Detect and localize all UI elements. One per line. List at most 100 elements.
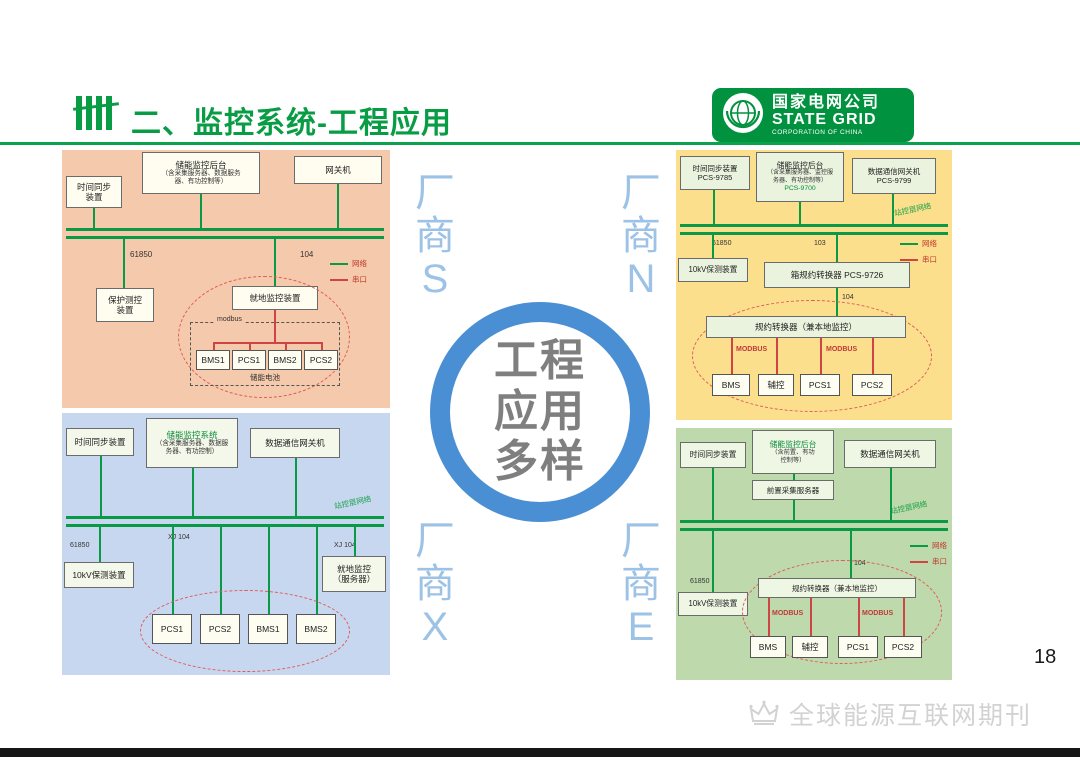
- vendor-s-diagram: 储能监控后台 （含采集服务器、数据服务 器、有功控制等） 网关机 时间同步 装置…: [62, 150, 390, 408]
- legend-network-label: 网络: [932, 541, 947, 550]
- network-line: [712, 468, 714, 520]
- network-line: [890, 468, 892, 520]
- protocol-label: 61850: [712, 240, 732, 247]
- battery-container-box: [190, 322, 340, 386]
- backend-sub: （含采集服务器、数据服 务器、有功控制）: [155, 439, 229, 456]
- network-line: [712, 531, 714, 592]
- page-number: 18: [1034, 646, 1057, 668]
- gateway-box: 数据通信网关机: [844, 440, 936, 468]
- backend-sub: （含采集服务器、监控服 务器、有功控制等）: [766, 170, 833, 184]
- network-line: [220, 527, 222, 614]
- legend-network-label: 网络: [922, 239, 937, 248]
- network-line: [93, 208, 95, 228]
- network-line: [712, 235, 714, 258]
- network-line: [123, 239, 125, 288]
- local-monitor-box: 就地监控 （服务器）: [322, 556, 386, 592]
- backend-title: 储能监控后台: [776, 160, 824, 170]
- inner-converter-box: 规约转换器（兼本地监控）: [758, 578, 916, 598]
- crown-icon: [748, 700, 780, 728]
- station-net-label: 站控层网络: [333, 494, 373, 511]
- network-line: [836, 235, 838, 262]
- unit-box: PCS2: [884, 636, 922, 658]
- tally-bars-icon: [72, 96, 120, 130]
- gateway-box: 网关机: [294, 156, 382, 184]
- backend-box: 储能监控后台 （含采集服务器、数据服务 器、有功控制等）: [142, 152, 260, 194]
- logo-en: STATE GRID: [772, 111, 877, 129]
- protection-box: 10kV保测装置: [678, 258, 748, 282]
- backend-title: 储能监控系统: [166, 429, 218, 440]
- serial-line: [274, 310, 276, 342]
- network-line: [172, 527, 174, 614]
- protection-box: 10kV保测装置: [64, 562, 134, 588]
- protocol-label: XJ 104: [168, 534, 190, 541]
- unit-box: PCS1: [152, 614, 192, 644]
- vendor-e-label: 厂 商 E: [621, 519, 661, 650]
- serial-line: [903, 598, 905, 636]
- serial-line: [768, 598, 770, 636]
- serial-line: [776, 338, 778, 374]
- field-group-ellipse: [140, 590, 350, 672]
- vendor-n-label: 厂 商 N: [621, 171, 661, 302]
- backend-box: 储能监控后台 （含采集服务器、监控服 务器、有功控制等） PCS-9700: [756, 152, 844, 202]
- serial-line: [810, 598, 812, 636]
- legend: 网络 串口: [910, 540, 947, 572]
- state-grid-logo: 国家电网公司 STATE GRID CORPORATION OF CHINA: [712, 88, 914, 142]
- protocol-label: XJ 104: [334, 542, 356, 549]
- link-label: 104: [842, 294, 854, 301]
- serial-line: [213, 342, 215, 350]
- network-line: [200, 194, 202, 228]
- backend-title: 储能监控后台: [769, 439, 817, 449]
- network-line: [793, 474, 795, 480]
- network-line: [316, 527, 318, 614]
- legend-serial-label: 串口: [932, 557, 947, 566]
- backend-box: 储能监控系统 （含采集服务器、数据服 务器、有功控制）: [146, 418, 238, 468]
- station-bus: [680, 520, 948, 531]
- vendor-x-diagram: 时间同步装置 储能监控系统 （含采集服务器、数据服 务器、有功控制） 数据通信网…: [62, 413, 390, 675]
- network-line: [100, 456, 102, 516]
- unit-box: PCS1: [232, 350, 266, 370]
- unit-box: BMS2: [268, 350, 302, 370]
- center-circle: 工程 应用 多样: [430, 302, 650, 522]
- legend-network-label: 网络: [352, 259, 367, 268]
- backend-sub: （含前置、有功 控制等）: [771, 448, 815, 464]
- front-server-box: 前置采集服务器: [752, 480, 834, 500]
- time-sync-box: 时间同步装置 PCS-9785: [680, 156, 750, 190]
- field-group-ellipse: [742, 560, 942, 664]
- backend-box: 储能监控后台 （含前置、有功 控制等）: [752, 430, 834, 474]
- network-line: [713, 190, 715, 224]
- network-line: [274, 239, 276, 286]
- backend-title: 储能监控后台: [175, 159, 227, 170]
- network-line: [793, 500, 795, 520]
- protection-box: 保护测控 装置: [96, 288, 154, 322]
- page-title: 二、监控系统-工程应用: [131, 107, 452, 140]
- inner-converter-box: 规约转换器（兼本地监控）: [706, 316, 906, 338]
- protocol-label: 61850: [690, 578, 710, 585]
- watermark-text: 全球能源互联网期刊: [789, 702, 1033, 730]
- protection-box: 10kV保测装置: [678, 592, 748, 616]
- field-group-ellipse: [178, 276, 350, 398]
- network-line: [268, 527, 270, 614]
- state-grid-logo-text: 国家电网公司 STATE GRID CORPORATION OF CHINA: [772, 94, 880, 136]
- unit-box: 辅控: [758, 374, 794, 396]
- network-line: [892, 194, 894, 224]
- unit-box: 辅控: [792, 636, 828, 658]
- station-net-label: 站控层网络: [893, 201, 933, 218]
- unit-box: BMS1: [248, 614, 288, 644]
- legend: 网络 串口: [900, 238, 937, 270]
- modbus-label: MODBUS: [826, 346, 858, 353]
- protocol-label: 103: [814, 240, 826, 247]
- vendor-n-diagram: 时间同步装置 PCS-9785 储能监控后台 （含采集服务器、监控服 务器、有功…: [676, 150, 952, 420]
- vendor-s-label: 厂 商 S: [415, 171, 455, 302]
- serial-line: [872, 338, 874, 374]
- network-line-sample: [330, 262, 348, 265]
- journal-watermark: 全球能源互联网期刊: [748, 696, 1032, 732]
- time-sync-box: 时间同步装置: [680, 442, 746, 468]
- modbus-label: MODBUS: [862, 610, 894, 617]
- legend: 网络 串口: [330, 258, 367, 290]
- center-circle-text: 工程 应用 多样: [494, 336, 586, 487]
- vendor-x-label: 厂 商 X: [415, 519, 455, 650]
- serial-line: [285, 342, 287, 350]
- legend-serial-label: 串口: [922, 255, 937, 264]
- unit-box: BMS: [750, 636, 786, 658]
